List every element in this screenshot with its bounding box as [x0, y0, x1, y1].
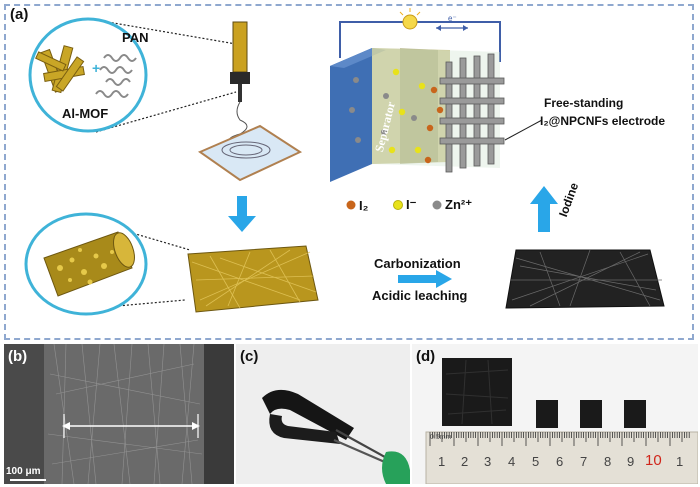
- ruler-number-4: 4: [508, 454, 516, 469]
- panel-label-b: (b): [8, 348, 28, 365]
- porous-fiber-icon: [43, 231, 135, 297]
- zoom-line-bottom: [95, 91, 237, 133]
- carbonization-label: Carbonization: [374, 256, 461, 271]
- legend-zn-label: Zn²⁺: [445, 197, 473, 212]
- electron-label: e⁻: [448, 14, 457, 23]
- small-sample-2: [580, 400, 602, 428]
- legend-zn-ball: [432, 200, 442, 210]
- sem-fiber-texture: [4, 344, 234, 484]
- bent-electrode-strip: [262, 389, 354, 440]
- plus-sign: +: [92, 60, 101, 76]
- collector-plate: [197, 124, 303, 182]
- ion-dots: [349, 68, 444, 164]
- pan-label: PAN: [122, 30, 149, 45]
- ruler-number-9: 9: [627, 454, 635, 469]
- zoom-line-fiber-bottom: [94, 299, 186, 309]
- carbon-cloth-electrode: [439, 53, 505, 173]
- large-sample: [442, 358, 512, 426]
- tweezers-scene: [236, 344, 410, 484]
- ruler-number-6: 6: [556, 454, 564, 469]
- ruler-number-8: 8: [604, 454, 612, 469]
- free-standing-label-2: I₂@NPCNFs electrode: [540, 114, 666, 128]
- gold-mat-texture: [191, 249, 317, 309]
- external-circuit: [339, 21, 501, 62]
- carbonization-arrow: [398, 270, 452, 288]
- down-arrow: [228, 196, 256, 232]
- legend-i2-label: I₂: [359, 198, 369, 213]
- bulb-icon: [402, 14, 418, 30]
- small-sample-3: [624, 400, 646, 428]
- zn-plate: [330, 48, 372, 182]
- tweezers-photo: [236, 344, 410, 484]
- ruler-number-7: 7: [580, 454, 588, 469]
- electrode-pointer: [504, 119, 543, 141]
- ruler-number-11: 1: [676, 454, 684, 469]
- panel-label-c: (c): [240, 348, 259, 365]
- free-standing-label-1: Free-standing: [544, 96, 624, 110]
- mof-pan-circle: [28, 17, 148, 133]
- panel-label-d: (d): [416, 348, 436, 365]
- al-mof-icon: [35, 45, 85, 94]
- al-mof-label: Al-MOF: [62, 106, 109, 121]
- sem-image: [4, 344, 234, 484]
- legend-iodide-ball: [393, 200, 403, 210]
- sample-photo: [412, 344, 698, 484]
- ruler-number-5: 5: [532, 454, 540, 469]
- green-glove: [382, 451, 410, 484]
- ruler-number-1: 1: [438, 454, 446, 469]
- panel-label-a: (a): [10, 6, 29, 23]
- iodine-arrow: [530, 186, 558, 232]
- acidic-leaching-label: Acidic leaching: [372, 288, 468, 303]
- small-sample-1: [536, 400, 558, 428]
- ruler-number-10: 10: [645, 452, 662, 469]
- ruler-number-3: 3: [484, 454, 492, 469]
- legend-i2-ball: [346, 200, 356, 210]
- zn-plate-label: Zn plate: [308, 63, 323, 110]
- ruler-unit-label: 0.5mm: [430, 434, 452, 441]
- pan-chains-icon: [95, 54, 137, 98]
- samples-scene: [412, 344, 698, 484]
- black-mat-texture: [510, 249, 662, 307]
- scale-bar-label: 100 μm: [6, 466, 41, 477]
- gold-fiber-mat: [187, 245, 319, 313]
- ruler-number-2: 2: [461, 454, 469, 469]
- legend-iodide-label: I⁻: [406, 197, 417, 212]
- syringe-icon: [230, 21, 250, 102]
